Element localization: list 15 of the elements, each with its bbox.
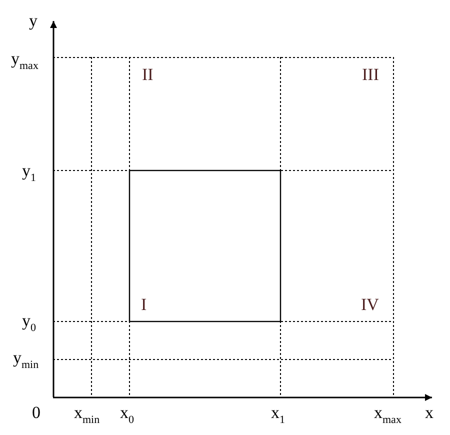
tick-label: 0 (32, 404, 40, 421)
region-label: I (141, 296, 147, 313)
tick-label: x$_{0}$ (120, 404, 134, 421)
region-label: II (142, 66, 154, 83)
tick-label: x$_{1}$ (271, 404, 285, 421)
tick-label: y$_{min}$ (13, 349, 39, 366)
axis-label: y (29, 12, 38, 29)
tick-label: x$_{min}$ (74, 404, 100, 421)
tick-label: y$_{1}$ (22, 162, 36, 179)
tick-label: y$_{0}$ (22, 312, 36, 329)
axis-label: x (425, 404, 434, 421)
region-label: III (362, 66, 379, 83)
region-label: IV (361, 296, 379, 313)
tick-label: y$_{max}$ (11, 50, 38, 67)
tick-label: x$_{max}$ (374, 404, 402, 421)
